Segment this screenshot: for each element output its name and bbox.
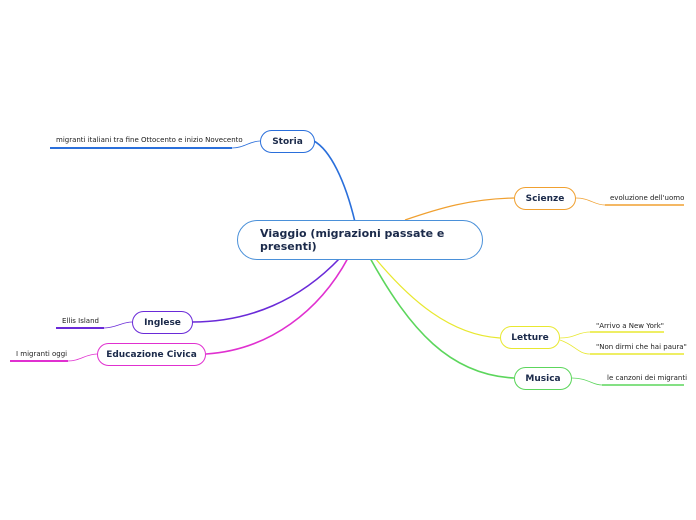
branch-letture[interactable]: Letture <box>500 326 560 349</box>
branch-inglese-label: Inglese <box>144 317 181 328</box>
link-educazione-leaf <box>67 353 98 362</box>
link-letture-leaf-2 <box>559 339 591 355</box>
link-musica-leaf <box>571 377 603 386</box>
link-inglese <box>191 257 341 323</box>
branch-letture-label: Letture <box>511 332 549 343</box>
link-storia-leaf <box>231 140 261 149</box>
link-scienze-leaf <box>575 197 606 206</box>
branch-musica-label: Musica <box>525 373 561 384</box>
link-storia <box>313 140 356 223</box>
branch-storia[interactable]: Storia <box>260 130 315 153</box>
link-letture <box>374 257 501 339</box>
branch-educazione-civica-label: Educazione Civica <box>106 349 197 360</box>
leaf-educazione-civica[interactable]: I migranti oggi <box>16 350 68 358</box>
branch-storia-label: Storia <box>272 136 303 147</box>
leaf-letture-1[interactable]: "Arrivo a New York" <box>596 322 665 330</box>
link-letture-leaf-1 <box>559 331 591 339</box>
leaf-inglese[interactable]: Ellis Island <box>62 317 99 325</box>
central-topic-label: Viaggio (migrazioni passate e presenti) <box>260 227 445 253</box>
branch-scienze-label: Scienze <box>525 193 565 204</box>
central-topic[interactable]: Viaggio (migrazioni passate e presenti) <box>237 220 483 260</box>
link-inglese-leaf <box>103 321 133 329</box>
leaf-musica[interactable]: le canzoni dei migranti <box>607 374 688 382</box>
branch-scienze[interactable]: Scienze <box>514 187 576 210</box>
branch-musica[interactable]: Musica <box>514 367 572 390</box>
leaf-scienze[interactable]: evoluzione dell'uomo <box>610 194 685 202</box>
leaf-letture-2[interactable]: "Non dirmi che hai paura" <box>596 343 687 351</box>
link-musica <box>369 257 515 379</box>
link-scienze <box>404 197 515 221</box>
link-educazione <box>205 257 349 355</box>
branch-inglese[interactable]: Inglese <box>132 311 193 334</box>
leaf-storia[interactable]: migranti italiani tra fine Ottocento e i… <box>56 136 243 144</box>
branch-educazione-civica[interactable]: Educazione Civica <box>97 343 206 366</box>
